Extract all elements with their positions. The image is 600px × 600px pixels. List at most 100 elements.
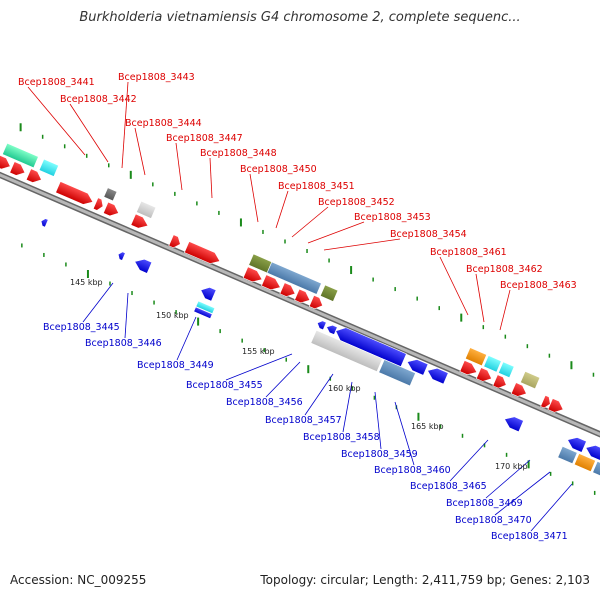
gene-feature (25, 168, 42, 183)
gene-feature (168, 234, 181, 249)
gene-label-forward: Bcep1808_3463 (500, 280, 577, 291)
gene-feature (308, 295, 324, 310)
label-leader-lines (27, 81, 573, 532)
gene-label-forward: Bcep1808_3443 (118, 72, 195, 83)
gene-shape (378, 359, 416, 387)
leader-line-forward (121, 81, 129, 169)
leader-line-forward (475, 273, 485, 323)
gene-feature (335, 327, 407, 368)
gene-label-reverse: Bcep1808_3470 (455, 515, 532, 526)
gene-shape (592, 461, 600, 480)
gene-shape (38, 158, 59, 177)
gene-shape (459, 360, 478, 375)
gene-shape (510, 382, 527, 397)
gene-feature (266, 261, 322, 295)
leader-line-forward (291, 206, 329, 238)
gene-label-forward: Bcep1808_3462 (466, 264, 543, 275)
leader-line-forward (275, 190, 289, 229)
leader-line-reverse (82, 282, 114, 323)
leader-line-forward (209, 157, 213, 199)
leader-line-reverse (485, 459, 531, 499)
gene-feature (38, 158, 59, 177)
gene-feature (0, 154, 11, 170)
gene-feature (510, 382, 527, 397)
leader-line-reverse (530, 483, 573, 532)
gene-feature (103, 187, 118, 202)
tick-marks (19, 123, 596, 495)
gene-feature (573, 453, 596, 473)
leader-line-reverse (265, 361, 301, 398)
gene-shape (319, 284, 339, 302)
gene-shape (567, 437, 587, 453)
gene-label-forward: Bcep1808_3444 (125, 118, 202, 129)
gene-feature (193, 306, 213, 320)
gene-shape (242, 266, 263, 283)
gene-shape (200, 287, 217, 302)
leader-line-reverse (342, 381, 353, 433)
gene-shape (573, 453, 596, 473)
gene-shape (294, 288, 311, 304)
gene-feature (117, 251, 126, 261)
gene-feature (585, 445, 600, 461)
accession-label: Accession: NC_009255 (10, 573, 147, 587)
gene-feature (134, 258, 153, 274)
gene-feature (540, 394, 551, 409)
chromosome-backbone (0, 171, 600, 438)
gene-label-reverse: Bcep1808_3459 (341, 449, 418, 460)
gene-feature (547, 398, 564, 413)
gene-feature (592, 461, 600, 480)
gene-feature (326, 324, 338, 335)
gene-label-forward: Bcep1808_3461 (430, 247, 507, 258)
gene-feature (102, 201, 120, 217)
gene-feature (316, 320, 327, 331)
gene-shape (103, 187, 118, 202)
kbp-label: 170 kbp (495, 462, 528, 471)
gene-shape (406, 359, 429, 376)
topology-label: Topology: circular; Length: 2,411,759 bp… (260, 573, 590, 587)
gene-label-forward: Bcep1808_3442 (60, 94, 137, 105)
kbp-label: 150 kbp (156, 311, 189, 320)
gene-feature (406, 359, 429, 376)
kbp-label: 160 kbp (328, 384, 361, 393)
gene-feature (483, 355, 502, 373)
kbp-label: 145 kbp (70, 278, 103, 287)
gene-feature (200, 287, 217, 302)
map-title: Burkholderia vietnamiensis G4 chromosome… (79, 10, 521, 25)
gene-shape (308, 295, 324, 310)
gene-feature (492, 374, 507, 389)
gene-feature (261, 274, 281, 291)
gene-feature (459, 360, 478, 375)
leader-line-reverse (374, 391, 382, 450)
gene-feature (279, 282, 296, 297)
gene-shape (483, 355, 502, 373)
gene-label-reverse: Bcep1808_3460 (374, 465, 451, 476)
gene-feature (504, 416, 524, 433)
gene-shape (134, 258, 153, 274)
gene-feature (195, 300, 216, 315)
leader-line-reverse (225, 353, 293, 381)
gene-label-forward: Bcep1808_3447 (166, 133, 243, 144)
gene-feature (242, 266, 263, 283)
gene-shape (492, 374, 507, 389)
leader-line-reverse (449, 439, 489, 482)
gene-label-forward: Bcep1808_3454 (390, 229, 467, 240)
gene-shape (504, 416, 524, 433)
gene-shape (475, 367, 492, 382)
leader-line-reverse (394, 401, 415, 466)
gene-label-reverse: Bcep1808_3445 (43, 322, 120, 333)
gene-feature (130, 213, 149, 229)
leader-line-forward (175, 142, 183, 191)
gene-feature (464, 347, 488, 367)
gene-shape (195, 300, 216, 315)
kbp-label: 165 kbp (411, 422, 444, 431)
gene-feature (557, 445, 578, 465)
gene-feature (475, 367, 492, 382)
gene-shape (557, 445, 578, 465)
leader-line-forward (439, 256, 469, 316)
gene-label-forward: Bcep1808_3453 (354, 212, 431, 223)
gene-shape (193, 306, 213, 320)
gene-feature (294, 288, 311, 304)
gene-shape (0, 154, 11, 170)
gene-feature (40, 218, 49, 228)
